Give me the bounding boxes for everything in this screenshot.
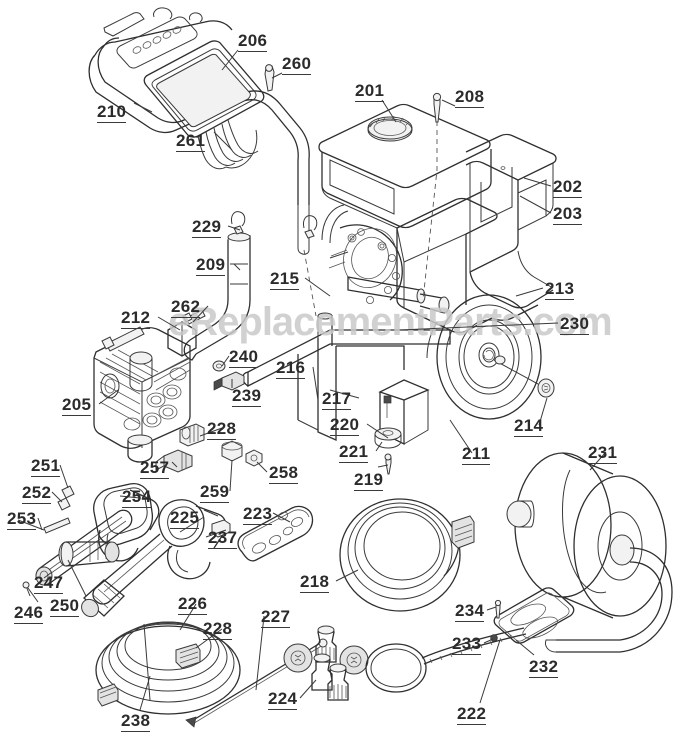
callout-o-ring[interactable]: 228 [207, 419, 237, 440]
callout-clip[interactable]: 229 [192, 217, 222, 238]
callout-hose-coupler[interactable]: 228 [203, 619, 233, 640]
callout-control-panel-display[interactable]: 206 [238, 31, 268, 52]
callout-pump-bracket[interactable]: 262 [171, 297, 201, 318]
callout-axle-nut[interactable]: 214 [514, 416, 544, 437]
callout-retainer-clip[interactable]: 237 [208, 528, 238, 549]
trigger-gun-art [81, 499, 231, 618]
callout-wheel-tire[interactable]: 213 [545, 279, 575, 300]
callout-nozzle-set[interactable]: 224 [268, 689, 298, 710]
callout-fuel-tank[interactable]: 201 [355, 81, 385, 102]
callout-nut[interactable]: 258 [269, 463, 299, 484]
callout-rivet[interactable]: 233 [452, 634, 482, 655]
callout-high-pressure-hose[interactable]: 226 [178, 594, 208, 615]
nozzle-set-art [283, 625, 369, 701]
callout-hose-reel[interactable]: 231 [588, 443, 618, 464]
callout-o-ring-small[interactable]: 252 [22, 483, 52, 504]
callout-reel-bracket[interactable]: 232 [529, 657, 559, 678]
callout-frame-leg[interactable]: 217 [322, 389, 352, 410]
hose-reel-art [490, 452, 673, 653]
callout-pin-fastener[interactable]: 260 [282, 54, 312, 75]
callout-cap-nut[interactable]: 259 [200, 482, 230, 503]
callout-hub-cap[interactable]: 230 [560, 314, 590, 335]
callout-fitting[interactable]: 239 [232, 386, 262, 407]
callout-strap-tie[interactable]: 222 [457, 704, 487, 725]
callout-bolt[interactable]: 208 [455, 87, 485, 108]
callout-pump-assembly[interactable]: 205 [62, 395, 92, 416]
callout-oil-fill-tube[interactable]: 209 [196, 255, 226, 276]
callout-washer[interactable]: 240 [229, 347, 259, 368]
callout-garden-hose[interactable]: 218 [300, 572, 330, 593]
callout-foot-pad[interactable]: 220 [330, 415, 360, 436]
callout-trigger-gun[interactable]: 225 [170, 508, 200, 529]
engine-art [303, 92, 557, 334]
strap-tie-art [365, 627, 527, 693]
callout-cable-strap[interactable]: 261 [176, 131, 206, 152]
callout-wand-extension[interactable]: 253 [7, 509, 37, 530]
callout-spacer[interactable]: 221 [339, 442, 369, 463]
callout-engine-shroud[interactable]: 203 [553, 204, 583, 225]
callout-frame-support[interactable]: 216 [276, 358, 306, 379]
callout-seal-kit[interactable]: 251 [31, 456, 61, 477]
callout-screw-reel[interactable]: 234 [455, 601, 485, 622]
wheel-art [426, 294, 555, 420]
callout-nozzle-holder[interactable]: 223 [243, 504, 273, 525]
callout-handle-assembly[interactable]: 210 [97, 102, 127, 123]
pump-art [93, 309, 263, 473]
callout-lance[interactable]: 247 [34, 573, 64, 594]
callout-hose-fitting[interactable]: 238 [121, 711, 151, 732]
callout-nozzle-cleaner[interactable]: 227 [261, 607, 291, 628]
callout-pump-bolt[interactable]: 212 [121, 308, 151, 329]
callout-engine-cover[interactable]: 202 [553, 177, 583, 198]
handle-assembly-art [88, 7, 310, 255]
callout-soap-nozzle[interactable]: 250 [50, 596, 80, 617]
callout-base-frame[interactable]: 211 [462, 444, 491, 465]
callout-spray-gun[interactable]: 254 [122, 487, 152, 508]
callout-frame-rail[interactable]: 215 [270, 269, 300, 290]
garden-hose-art [339, 498, 475, 612]
callout-screw[interactable]: 219 [354, 470, 384, 491]
callout-pin[interactable]: 246 [14, 603, 44, 624]
callout-elbow-fitting[interactable]: 257 [140, 458, 170, 479]
